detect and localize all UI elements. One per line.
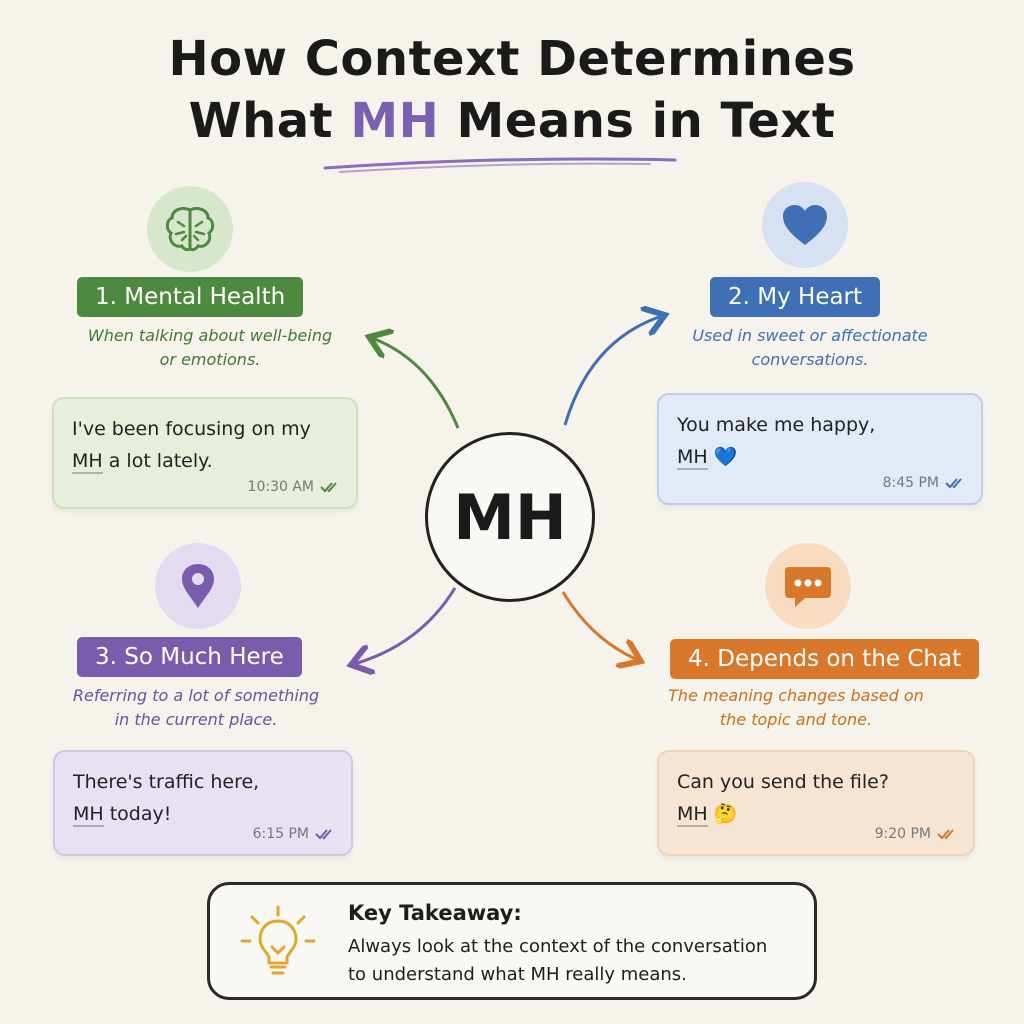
- message-so-much-here-line-1: There's traffic here,: [73, 771, 260, 793]
- center-mh-circle: MH: [425, 432, 595, 602]
- message-meta: 8:45 PM: [883, 475, 967, 491]
- timestamp: 6:15 PM: [252, 826, 309, 842]
- double-check-icon: [320, 482, 337, 493]
- desc-depends-line-2: the topic and tone.: [719, 710, 873, 729]
- takeaway-text: Always look at the context of the conver…: [348, 933, 767, 989]
- location-pin-icon: [155, 543, 241, 629]
- title-line-2-post: Means in Text: [439, 93, 836, 149]
- message-my-heart: You make me happy, MH 💙: [677, 409, 875, 473]
- title-line-2: What MH Means in Text: [0, 90, 1024, 152]
- title-line-2-pre: What: [188, 93, 351, 149]
- chat-bubble-mental-health: I've been focusing on my MH a lot lately…: [52, 397, 358, 509]
- message-mental-health: I've been focusing on my MH a lot lately…: [72, 413, 311, 477]
- chat-bubble-so-much-here: There's traffic here, MH today! 6:15 PM: [53, 750, 353, 856]
- chat-bubble-depends-on-chat: Can you send the file? MH 🤔 9:20 PM: [657, 750, 975, 856]
- desc-depends-line-1: The meaning changes based on: [668, 686, 924, 705]
- message-meta: 9:20 PM: [875, 826, 959, 842]
- label-depends-on-chat: 4. Depends on the Chat: [670, 639, 980, 679]
- desc-mental-health-line-1: When talking about well-being: [87, 326, 333, 345]
- message-meta: 6:15 PM: [253, 826, 337, 842]
- message-rest: 💙: [707, 446, 738, 468]
- chat-bubble-my-heart: You make me happy, MH 💙 8:45 PM: [657, 393, 983, 505]
- takeaway-title: Key Takeaway:: [348, 901, 522, 925]
- lightbulb-icon: [240, 905, 316, 975]
- message-mental-health-line-1: I've been focusing on my: [72, 418, 311, 440]
- double-check-icon: [945, 478, 962, 489]
- message-my-heart-line-2: MH 💙: [677, 441, 875, 473]
- double-check-icon: [315, 829, 332, 840]
- arrow-so-much-here: [354, 587, 457, 664]
- mh-word: MH: [72, 450, 103, 474]
- key-takeaway-box: Key Takeaway: Always look at the context…: [207, 882, 817, 1000]
- desc-mental-health-line-2: or emotions.: [159, 350, 261, 369]
- message-rest: 🤔: [707, 803, 738, 825]
- title-highlight: MH: [350, 93, 440, 149]
- title-underline: [323, 157, 677, 173]
- desc-my-heart-line-1: Used in sweet or affectionate: [692, 326, 928, 345]
- title-line-1: How Context Determines: [168, 31, 856, 87]
- mh-word: MH: [677, 446, 708, 470]
- message-meta: 10:30 AM: [248, 479, 342, 495]
- desc-depends-on-chat: The meaning changes based on the topic a…: [626, 684, 966, 732]
- message-so-much-here: There's traffic here, MH today!: [73, 766, 259, 830]
- mh-word: MH: [677, 803, 708, 827]
- timestamp: 9:20 PM: [874, 826, 931, 842]
- timestamp: 10:30 AM: [247, 479, 314, 495]
- timestamp: 8:45 PM: [882, 475, 939, 491]
- message-mental-health-line-2: MH a lot lately.: [72, 445, 311, 477]
- label-mental-health: 1. Mental Health: [77, 277, 304, 317]
- desc-so-much-here: Referring to a lot of something in the c…: [26, 684, 366, 732]
- desc-my-heart: Used in sweet or affectionate conversati…: [640, 324, 980, 372]
- desc-so-much-here-line-1: Referring to a lot of something: [72, 686, 320, 705]
- message-my-heart-line-1: You make me happy,: [677, 414, 876, 436]
- arrow-mental-health: [372, 338, 460, 429]
- message-rest: today!: [103, 803, 172, 825]
- message-depends-on-chat: Can you send the file? MH 🤔: [677, 766, 889, 830]
- message-rest: a lot lately.: [102, 450, 213, 472]
- desc-my-heart-line-2: conversations.: [751, 350, 869, 369]
- chat-bubble-icon: [765, 543, 851, 629]
- message-depends-line-1: Can you send the file?: [677, 771, 889, 793]
- takeaway-line-1: Always look at the context of the conver…: [348, 936, 768, 957]
- arrow-my-heart: [563, 316, 662, 426]
- heart-icon: [762, 182, 848, 268]
- page-title: How Context Determines What MH Means in …: [0, 28, 1024, 152]
- desc-so-much-here-line-2: in the current place.: [114, 710, 278, 729]
- message-so-much-here-line-2: MH today!: [73, 798, 259, 830]
- takeaway-line-2: to understand what MH really means.: [348, 964, 687, 985]
- brain-icon: [147, 186, 233, 272]
- message-depends-line-2: MH 🤔: [677, 798, 889, 830]
- mh-word: MH: [73, 803, 104, 827]
- desc-mental-health: When talking about well-being or emotion…: [40, 324, 380, 372]
- label-so-much-here: 3. So Much Here: [77, 637, 302, 677]
- label-my-heart: 2. My Heart: [710, 277, 881, 317]
- double-check-icon: [937, 829, 954, 840]
- arrow-depends: [561, 591, 638, 660]
